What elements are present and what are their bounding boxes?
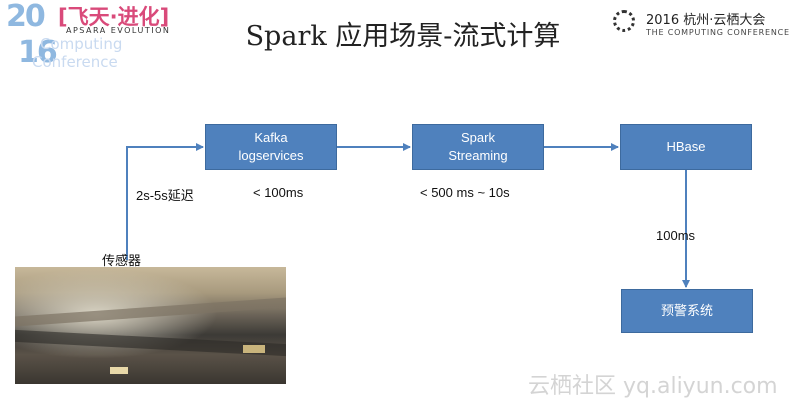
arrow-sensor-to-kafka [126, 143, 204, 260]
label-kafka-latency: < 100ms [253, 185, 304, 200]
watermark: 云栖社区 yq.aliyun.com [528, 374, 778, 399]
node-spark-line1: Spark [461, 130, 495, 145]
logo-line-computing: Computing [40, 35, 123, 53]
logo-year-bottom: 16 [18, 35, 58, 70]
label-hbase-latency: 100ms [656, 228, 696, 243]
logo-subtitle: APSARA EVOLUTION [66, 26, 171, 35]
label-sensor-delay: 2s-5s延迟 [136, 188, 194, 203]
mining-site-photo [15, 267, 286, 384]
node-alert-line1: 预警系统 [660, 303, 713, 318]
conference-title: 2016 杭州·云栖大会 [646, 13, 766, 28]
node-kafka-line2: logservices [238, 148, 304, 163]
logo-chinese-text: [飞天·进化] [58, 5, 170, 29]
logo-line-conference: Conference [32, 53, 118, 71]
conference-subtitle: THE COMPUTING CONFERENCE [646, 28, 790, 37]
logo-year-top: 20 [6, 0, 46, 34]
node-kafka-line1: Kafka [254, 130, 288, 145]
node-hbase: HBase [620, 124, 752, 170]
node-kafka: Kafka logservices [205, 124, 337, 170]
node-spark-line2: Streaming [448, 148, 508, 163]
node-hbase-line1: HBase [666, 139, 706, 154]
label-sensor: 传感器 [102, 253, 142, 268]
slide-title: Spark 应用场景-流式计算 [245, 21, 561, 52]
label-spark-latency: < 500 ms ~ 10s [420, 185, 510, 200]
conference-logo-icon [613, 10, 635, 32]
node-alert-system: 预警系统 [621, 289, 753, 333]
node-spark-streaming: Spark Streaming [412, 124, 544, 170]
